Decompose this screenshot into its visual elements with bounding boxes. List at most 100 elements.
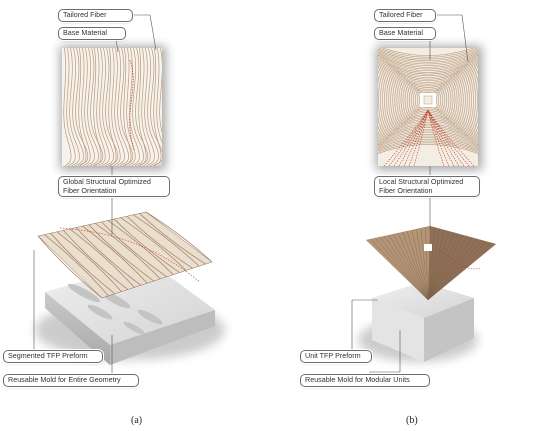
fiber-strand [413,86,443,114]
fiber-strand [378,52,478,148]
fiber-strand [101,221,167,278]
fiber-strand [427,237,473,301]
optimized-path [403,109,429,166]
panel-label-b: (b) [406,415,418,426]
fiber-strand [406,230,429,301]
callout-mold-a: Reusable Mold for Entire Geometry [3,374,139,387]
fiber-strand [105,48,119,166]
fiber-strand [395,70,461,130]
callout-preform-b: Unit TFP Preform [300,350,372,363]
callout-tailored-fiber-a: Tailored Fiber [58,9,133,22]
leader-lines-a [33,14,157,380]
optimized-path [398,109,429,166]
fiber-strand [425,226,429,301]
fiber-strand [123,48,132,166]
fiber-strand [93,48,102,166]
fiber-strand [427,232,454,301]
fiber-strand [390,65,466,135]
optimized-path [427,109,470,166]
panel-label-a: (a) [131,415,143,426]
fiber-strand [427,242,492,301]
fiber-strand [405,79,451,121]
fiber-strand [382,58,474,142]
fiber-strand [102,48,114,166]
fiber-strand [114,48,125,166]
fiber-strand [84,48,95,166]
fiber-strand [133,214,200,267]
fiber-strand [379,56,477,144]
fiber-strand [384,235,429,301]
fiber-strand [397,232,429,301]
fiber-detail-a [62,48,162,166]
fiber-strand [50,232,116,295]
fiber-strand [107,220,174,275]
panel-b [351,14,496,380]
fiber-strand [378,48,478,153]
segmented-preform-a [37,211,213,299]
optimized-path [427,109,460,166]
fiber-strand [66,48,76,166]
fiber-strand [69,228,135,288]
fiber-strand [427,234,464,301]
fiber-strand [90,48,104,166]
fiber-strand [72,48,84,166]
fiber-strand [403,77,453,123]
fiber-strand [387,63,469,137]
callout-fiber-orientation-a: Global Structural Optimized Fiber Orient… [58,176,170,198]
fiber-strand [378,48,478,154]
optimized-path [427,109,445,166]
fiber-strand [113,218,180,273]
fiber-strand [378,48,478,152]
optimized-path [427,109,475,166]
callout-fiber-orientation-b: Local Structural Optimized Fiber Orienta… [374,176,480,198]
fiber-strand [156,48,162,166]
fiber-strand [94,222,161,280]
callout-preform-a: Segmented TFP Preform [3,350,103,363]
fiber-strand [75,48,89,166]
optimized-path [413,109,429,166]
fiber-strand [427,238,478,301]
optimized-path [427,109,450,166]
unit-preform-b [366,226,496,301]
reusable-mold-b [358,282,478,362]
fiber-strand [63,230,129,290]
fiber-strand [427,241,487,301]
fiber-strand [392,68,464,132]
fiber-strand [420,227,429,301]
fiber-strand [153,48,162,166]
fiber-strand [135,48,149,166]
panel-a [33,14,225,380]
fiber-strand [81,48,91,166]
fiber-strand [126,215,193,269]
fiber-strand [63,48,72,166]
fiber-strand [145,211,213,263]
optimized-path [408,109,429,166]
fiber-strand [75,227,142,286]
callout-base-material-b: Base Material [374,27,436,40]
fiber-strand [111,48,121,166]
fiber-strand [378,51,478,149]
fiber-strand [126,48,136,166]
fiber-strand [69,48,80,166]
fiber-strand [427,236,468,301]
callout-mold-b: Reusable Mold for Modular Units [300,374,430,387]
fiber-strand [416,228,429,301]
fiber-strand [427,229,445,301]
fiber-strand [141,48,151,166]
fiber-strand [416,89,440,111]
fiber-strand [411,229,429,301]
fiber-strand [150,48,162,166]
fiber-strand [427,231,450,301]
fiber-strand [379,236,429,301]
fiber-strand [388,234,429,301]
fiber-strand [99,48,110,166]
callout-base-material-a: Base Material [58,27,126,40]
fiber-strand [393,233,429,301]
fiber-strand [374,237,429,301]
fiber-strand [56,231,122,292]
fiber-strand [147,48,159,166]
fiber-strand [78,48,87,166]
fiber-strand [427,233,459,301]
fiber-strand [408,82,448,118]
